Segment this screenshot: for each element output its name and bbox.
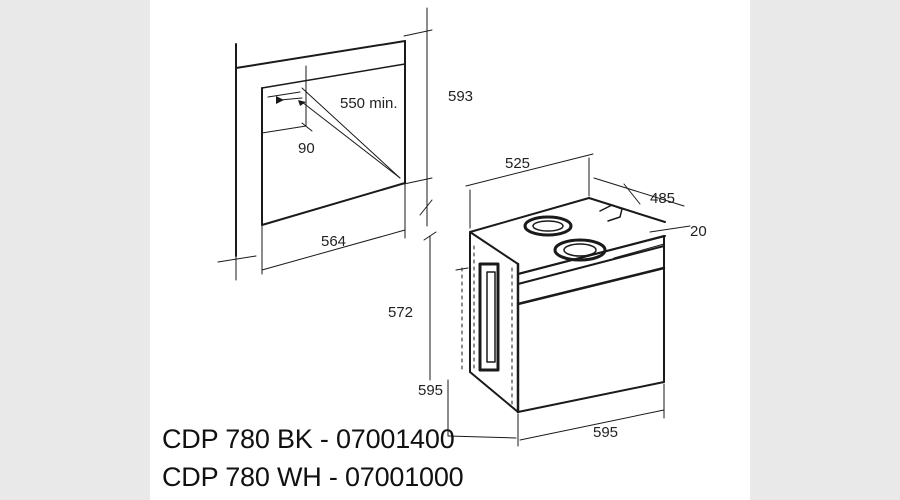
niche-drawing [217, 7, 433, 281]
oven-drawing [423, 153, 691, 447]
niche-width-label: 564 [321, 233, 346, 250]
oven-height-label: 595 [418, 382, 443, 399]
right-margin-panel [750, 0, 900, 500]
niche-depth-min-label: 550 min. [340, 95, 398, 112]
oven-top-width-label: 525 [505, 155, 530, 172]
niche-inset-label: 90 [298, 140, 315, 157]
niche-height-label: 593 [448, 88, 473, 105]
oven-depth-label: 485 [650, 190, 675, 207]
model-code-white: CDP 780 WH - 07001000 [162, 462, 464, 492]
oven-door-label: 20 [690, 223, 707, 240]
model-code-black: CDP 780 BK - 07001400 [162, 424, 455, 454]
oven-inner-height-label: 572 [388, 304, 413, 321]
oven-front-width-label: 595 [593, 424, 618, 441]
left-margin-panel [0, 0, 150, 500]
